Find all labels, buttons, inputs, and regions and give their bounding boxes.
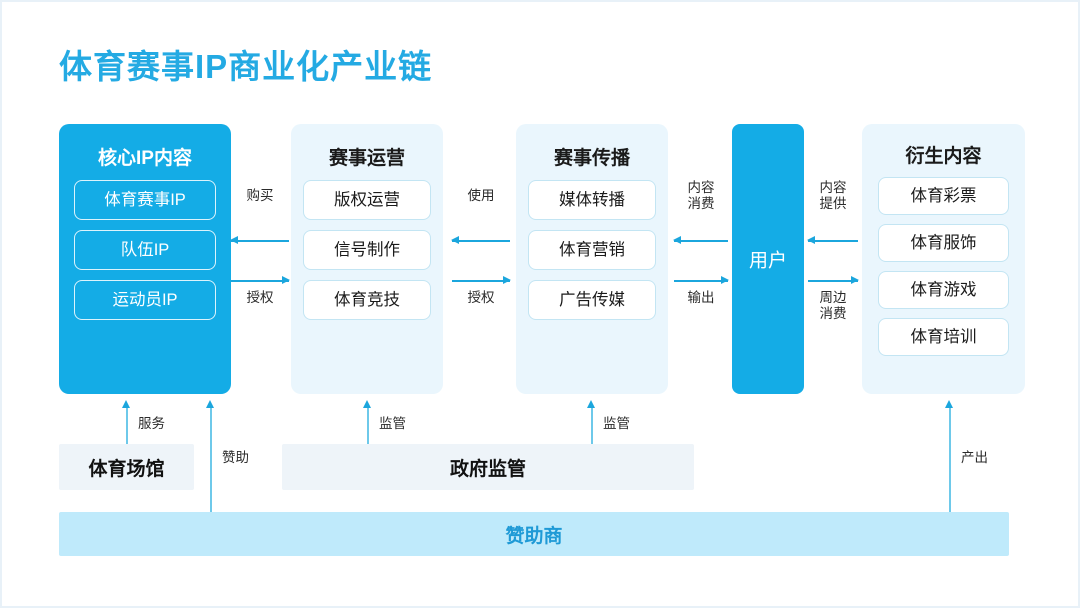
arrow-comm-user-left: [673, 237, 728, 244]
item-event-communication-2[interactable]: 广告传媒: [528, 280, 656, 320]
flow-label-gov-ops: 监管: [379, 416, 406, 431]
flow-label-sponsor-core: 赞助: [222, 450, 249, 465]
item-event-operations-1[interactable]: 信号制作: [303, 230, 431, 270]
arrow-ops-comm-right: [452, 277, 511, 284]
column-derivative-content: 衍生内容 体育彩票 体育服饰 体育游戏 体育培训: [862, 124, 1025, 394]
column-core-ip: 核心IP内容 体育赛事IP 队伍IP 运动员IP: [59, 124, 231, 394]
bar-government-regulation-label: 政府监管: [449, 458, 526, 480]
arrow-core-ops-right: [231, 277, 290, 284]
bar-government-regulation[interactable]: 政府监管: [282, 444, 694, 490]
flow-label-core-ops-bottom: 授权: [246, 290, 274, 305]
flow-label-core-ops-top: 购买: [246, 188, 274, 203]
bar-sports-venue-label: 体育场馆: [88, 458, 165, 480]
column-title-core-ip: 核心IP内容: [98, 148, 192, 169]
flow-label-comm-user-top: 内容 消费: [687, 180, 715, 211]
arrow-ops-comm-left: [451, 237, 510, 244]
arrow-venue-service: [123, 400, 130, 444]
item-core-ip-0[interactable]: 体育赛事IP: [74, 180, 216, 220]
column-title-user: 用户: [748, 250, 787, 272]
item-event-communication-0[interactable]: 媒体转播: [528, 180, 656, 220]
column-event-communication: 赛事传播 媒体转播 体育营销 广告传媒: [516, 124, 668, 394]
item-derivative-content-2[interactable]: 体育游戏: [878, 271, 1009, 309]
arrow-user-deriv-left: [807, 237, 858, 244]
column-title-derivative-content: 衍生内容: [905, 146, 982, 167]
column-event-operations: 赛事运营 版权运营 信号制作 体育竞技: [291, 124, 443, 394]
item-derivative-content-3[interactable]: 体育培训: [878, 318, 1009, 356]
item-event-operations-0[interactable]: 版权运营: [303, 180, 431, 220]
flow-label-user-deriv-top: 内容 提供: [819, 180, 847, 211]
column-user: 用户: [732, 124, 804, 394]
flow-label-ops-comm-bottom: 授权: [467, 290, 495, 305]
page-title: 体育赛事IP商业化产业链: [59, 48, 433, 85]
bar-sponsors[interactable]: 赞助商: [59, 512, 1009, 556]
item-derivative-content-1[interactable]: 体育服饰: [878, 224, 1009, 262]
arrow-user-deriv-right: [808, 277, 859, 284]
arrow-sponsor-core: [207, 400, 214, 512]
arrow-comm-user-right: [674, 277, 729, 284]
item-event-communication-1[interactable]: 体育营销: [528, 230, 656, 270]
item-core-ip-1[interactable]: 队伍IP: [74, 230, 216, 270]
arrow-gov-comm: [588, 400, 595, 444]
item-event-operations-2[interactable]: 体育竞技: [303, 280, 431, 320]
flow-label-sponsor-deriv: 产出: [961, 450, 988, 465]
column-title-event-communication: 赛事传播: [553, 148, 630, 169]
bar-sports-venue[interactable]: 体育场馆: [59, 444, 194, 490]
flow-label-comm-user-bottom: 输出: [687, 290, 715, 305]
bar-sponsors-label: 赞助商: [505, 525, 563, 547]
flow-label-ops-comm-top: 使用: [467, 188, 495, 203]
arrow-core-ops-left: [230, 237, 289, 244]
item-core-ip-2[interactable]: 运动员IP: [74, 280, 216, 320]
arrow-gov-ops: [364, 400, 371, 444]
flow-label-user-deriv-bottom: 周边 消费: [819, 290, 847, 321]
flow-label-venue-service: 服务: [138, 416, 165, 431]
column-title-event-operations: 赛事运营: [328, 148, 405, 169]
item-derivative-content-0[interactable]: 体育彩票: [878, 177, 1009, 215]
flow-label-gov-comm: 监管: [603, 416, 630, 431]
arrow-sponsor-deriv: [946, 400, 953, 512]
